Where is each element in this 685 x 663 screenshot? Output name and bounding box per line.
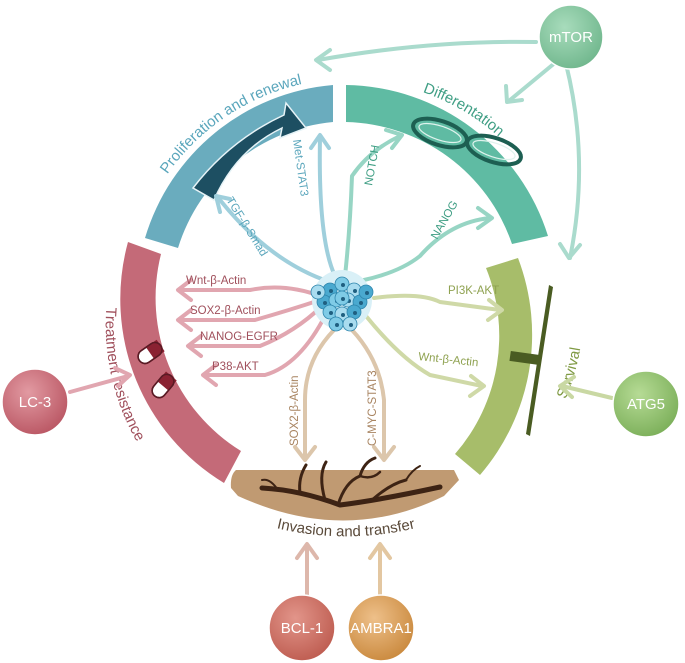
pathway-label-wnt-survival: Wnt-β-Actin <box>418 351 479 369</box>
stem-cell-nucleus <box>329 311 333 315</box>
stem-cell-nucleus <box>335 323 339 327</box>
arrow-lc3-resistance <box>68 374 130 394</box>
pathway-label-wnt-resistance: Wnt-β-Actin <box>186 275 246 287</box>
arrow-wnt-resistance <box>178 285 322 298</box>
stem-cell-nucleus <box>341 283 345 287</box>
needle-icon <box>509 285 553 436</box>
arrow-pi3k-akt <box>372 293 502 312</box>
segment-differentiation <box>346 85 548 244</box>
arrow-met-stat3 <box>317 135 337 278</box>
pathway-label-pi3k: PI3K-AKT <box>448 285 499 297</box>
node-bcl1[interactable]: BCL-1 <box>268 594 336 662</box>
arrow-nanog <box>362 216 492 282</box>
pathway-label-nanog-egfr: NANOG-EGFR <box>200 331 278 343</box>
node-lc3[interactable]: LC-3 <box>1 368 69 436</box>
node-label-lc3: LC-3 <box>19 394 52 411</box>
pathway-label-p38: P38-AKT <box>212 361 259 373</box>
arrow-p38-akt <box>203 312 328 377</box>
pathway-label-sox2-resistance: SOX2-β-Actin <box>190 305 261 317</box>
arrow-wnt-survival <box>364 314 484 388</box>
pathway-label-notch: NOTCH <box>363 144 382 186</box>
stem-cell-nucleus <box>341 313 345 317</box>
node-mtor[interactable]: mTOR <box>538 4 604 70</box>
node-label-bcl1: BCL-1 <box>281 620 324 637</box>
arrow-notch <box>343 134 402 278</box>
node-label-ambra1: AMBRA1 <box>350 620 412 637</box>
infinity-loop-icon <box>411 116 523 167</box>
pathway-label-sox2-invasion: SOX2-β-Actin <box>289 375 301 446</box>
arrow-mtor-differentiation <box>508 60 558 102</box>
stem-cell-cluster-icon <box>310 270 374 332</box>
segment-invasion <box>230 470 459 521</box>
stem-cell-nucleus <box>317 291 321 295</box>
pill-icon <box>137 339 220 411</box>
pathway-label-cmyc: C-MYC-STAT3 <box>367 370 379 446</box>
stem-cell-nucleus <box>349 323 353 327</box>
stem-cell-nucleus <box>353 289 357 293</box>
arrow-sox2-invasion <box>303 328 336 459</box>
stem-cell-nucleus <box>359 301 363 305</box>
segment-resistance <box>120 242 241 483</box>
stem-cell-nucleus <box>323 301 327 305</box>
pathway-label-met: Met-STAT3 <box>290 139 310 197</box>
stem-cell-nucleus <box>365 291 369 295</box>
node-atg5[interactable]: ATG5 <box>612 370 680 438</box>
arrow-tgf-smad <box>218 198 332 284</box>
node-ambra1[interactable]: AMBRA1 <box>347 594 415 662</box>
stem-cell-nucleus <box>329 289 333 293</box>
curved-arrow-icon <box>191 101 308 202</box>
segment-survival <box>455 258 533 475</box>
pathway-label-tgf: TGF-β-Smad <box>223 195 269 258</box>
arrow-mtor-proliferation <box>316 39 538 62</box>
node-label-atg5: ATG5 <box>627 396 665 413</box>
stem-cell-nucleus <box>353 311 357 315</box>
stem-cell-nucleus <box>341 297 345 301</box>
arrow-mtor-survival <box>564 62 582 260</box>
node-label-mtor: mTOR <box>549 29 593 46</box>
root-branch-icon <box>259 456 443 508</box>
arrow-cmyc-stat3 <box>350 328 386 459</box>
arrow-atg5-survival <box>560 384 614 400</box>
